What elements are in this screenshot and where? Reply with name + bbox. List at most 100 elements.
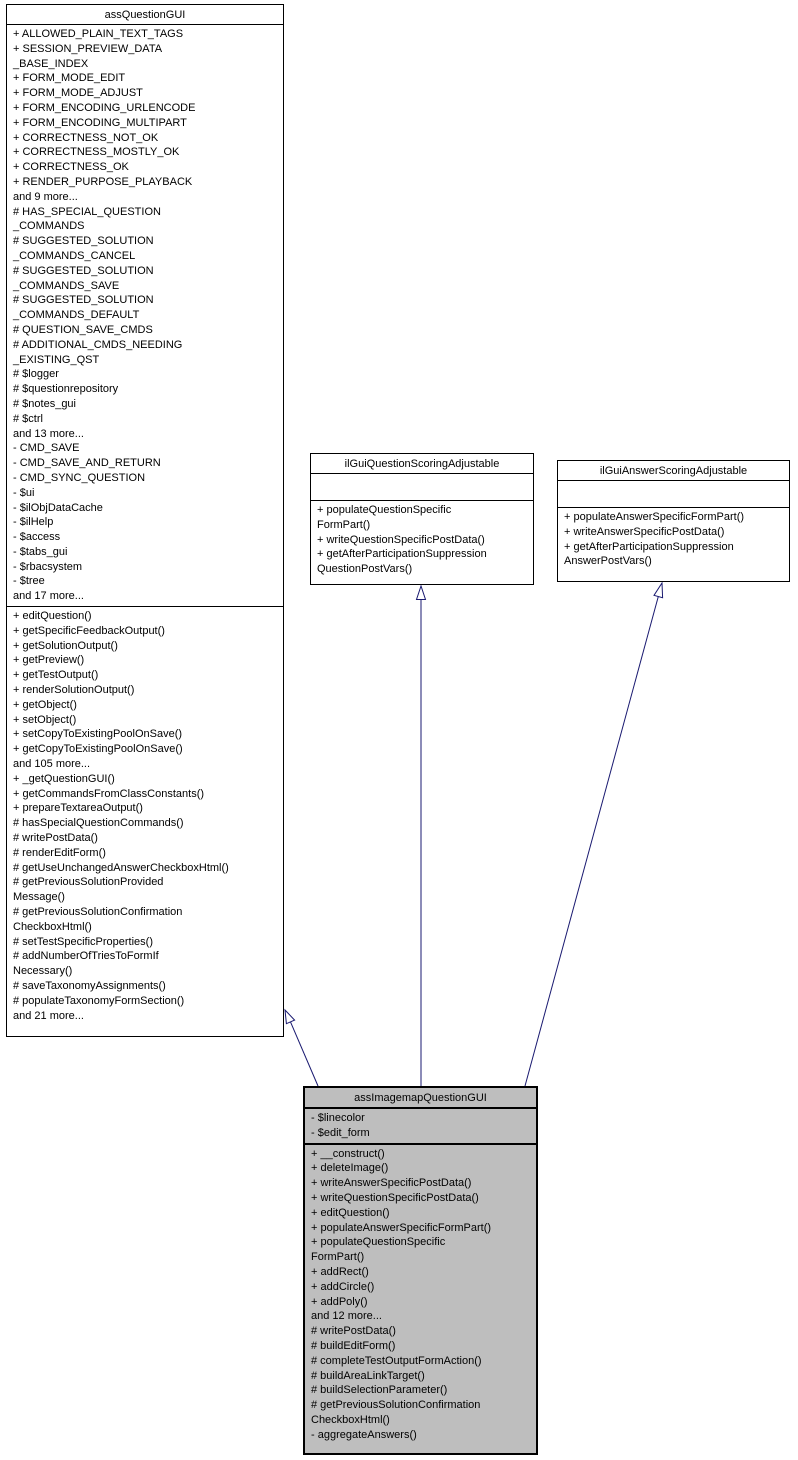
member-line: + writeQuestionSpecificPostData() <box>311 1191 479 1204</box>
member-line: + editQuestion() <box>311 1206 390 1219</box>
member-line: + populateAnswerSpecificFormPart() <box>564 511 745 523</box>
member-line: # buildSelectionParameter() <box>311 1384 448 1397</box>
member-line: + populateQuestionSpecific <box>317 504 452 516</box>
class-attributes <box>558 481 789 508</box>
member-line: CheckboxHtml() <box>311 1413 390 1426</box>
member-line: and 9 more... <box>13 190 78 203</box>
member-line: and 21 more... <box>13 1009 84 1022</box>
member-line: AnswerPostVars() <box>564 555 652 568</box>
member-line: + editQuestion() <box>13 610 92 623</box>
member-line: _COMMANDS_CANCEL <box>13 249 136 262</box>
member-line: # completeTestOutputFormAction() <box>311 1354 482 1367</box>
member-line: - CMD_SAVE <box>13 442 80 455</box>
member-line: - $rbacsystem <box>13 560 83 573</box>
member-line: + writeQuestionSpecificPostData() <box>317 533 485 546</box>
class-box-ilGuiQuestionScoringAdjustable[interactable]: ilGuiQuestionScoringAdjustable + populat… <box>310 453 534 585</box>
member-line: + prepareTextareaOutput() <box>13 802 143 815</box>
member-line: + getAfterParticipationSuppression <box>564 540 734 553</box>
member-line: - aggregateAnswers() <box>311 1428 417 1441</box>
member-line: # $ctrl <box>13 412 43 425</box>
member-line: + FORM_MODE_EDIT <box>13 72 126 85</box>
member-line: - $linecolor <box>311 1112 365 1124</box>
member-line: # getPreviousSolutionConfirmation <box>13 906 183 919</box>
member-line: FormPart() <box>317 518 371 531</box>
member-line: + CORRECTNESS_OK <box>13 161 129 174</box>
member-line: - $ui <box>13 486 35 499</box>
inheritance-arrow-to-ilGuiAnswerScoringAdjustable <box>524 581 664 1087</box>
member-line: + _getQuestionGUI() <box>13 772 115 785</box>
member-line: - $access <box>13 531 61 544</box>
member-line: + getTestOutput() <box>13 669 99 682</box>
class-attributes: + ALLOWED_PLAIN_TEXT_TAGS + SESSION_PREVI… <box>7 25 283 608</box>
member-line: + getPreview() <box>13 654 85 667</box>
member-line: + addRect() <box>311 1265 369 1278</box>
member-line: # HAS_SPECIAL_QUESTION <box>13 205 161 218</box>
inheritance-arrow-to-assQuestionGUI <box>284 1008 319 1087</box>
member-line: - $tree <box>13 575 45 588</box>
member-line: # populateTaxonomyFormSection() <box>13 994 185 1007</box>
member-line: # buildAreaLinkTarget() <box>311 1369 425 1382</box>
member-line: + getObject() <box>13 698 77 711</box>
class-box-ilGuiAnswerScoringAdjustable[interactable]: ilGuiAnswerScoringAdjustable + populateA… <box>557 460 790 582</box>
class-title[interactable]: ilGuiAnswerScoringAdjustable <box>558 461 789 481</box>
member-line: + __construct() <box>311 1147 385 1160</box>
member-line: # $notes_gui <box>13 397 76 410</box>
member-line: + RENDER_PURPOSE_PLAYBACK <box>13 175 193 188</box>
member-line: _COMMANDS <box>13 220 85 233</box>
class-title[interactable]: ilGuiQuestionScoringAdjustable <box>311 454 533 474</box>
member-line: + CORRECTNESS_NOT_OK <box>13 131 159 144</box>
member-line: # hasSpecialQuestionCommands() <box>13 817 184 830</box>
member-line: + setCopyToExistingPoolOnSave() <box>13 728 183 741</box>
member-line: + writeAnswerSpecificPostData() <box>564 525 725 538</box>
member-line: # buildEditForm() <box>311 1339 396 1352</box>
member-line: + addPoly() <box>311 1295 368 1308</box>
member-line: + FORM_ENCODING_MULTIPART <box>13 116 187 129</box>
member-line: _BASE_INDEX <box>13 57 89 70</box>
member-line: + SESSION_PREVIEW_DATA <box>13 42 163 55</box>
member-line: # SUGGESTED_SOLUTION <box>13 294 154 307</box>
member-line: + getSpecificFeedbackOutput() <box>13 624 165 637</box>
member-line: # writePostData() <box>311 1325 396 1338</box>
member-line: + FORM_ENCODING_URLENCODE <box>13 101 196 114</box>
member-line: and 13 more... <box>13 427 84 440</box>
member-line: + getAfterParticipationSuppression <box>317 548 487 561</box>
member-line: # saveTaxonomyAssignments() <box>13 980 166 992</box>
class-methods: + __construct() + deleteImage() + writeAns… <box>305 1145 536 1445</box>
class-box-assQuestionGUI[interactable]: assQuestionGUI + ALLOWED_PLAIN_TEXT_TAGS… <box>6 4 284 1037</box>
member-line: - CMD_SAVE_AND_RETURN <box>13 457 161 470</box>
member-line: QuestionPostVars() <box>317 563 413 576</box>
member-line: + getCopyToExistingPoolOnSave() <box>13 743 183 756</box>
member-line: # setTestSpecificProperties() <box>13 935 153 948</box>
member-line: + FORM_MODE_ADJUST <box>13 87 143 100</box>
member-line: FormPart() <box>311 1251 365 1264</box>
member-line: and 17 more... <box>13 590 84 603</box>
member-line: - $ilObjDataCache <box>13 501 103 514</box>
class-title[interactable]: assImagemapQuestionGUI <box>305 1088 536 1109</box>
member-line: _EXISTING_QST <box>13 353 100 366</box>
member-line: + ALLOWED_PLAIN_TEXT_TAGS <box>13 28 184 40</box>
member-line: # addNumberOfTriesToFormIf <box>13 950 159 963</box>
member-line: + writeAnswerSpecificPostData() <box>311 1177 472 1190</box>
class-title[interactable]: assQuestionGUI <box>7 5 283 25</box>
member-line: CheckboxHtml() <box>13 920 92 933</box>
member-line: - $tabs_gui <box>13 545 68 558</box>
member-line: # getUseUnchangedAnswerCheckboxHtml() <box>13 861 229 874</box>
member-line: # getPreviousSolutionProvided <box>13 876 164 889</box>
member-line: + setObject() <box>13 713 77 726</box>
member-line: - $ilHelp <box>13 516 54 529</box>
member-line: + addCircle() <box>311 1280 375 1293</box>
member-line: - CMD_SYNC_QUESTION <box>13 471 146 484</box>
member-line: + getSolutionOutput() <box>13 639 118 652</box>
member-line: + renderSolutionOutput() <box>13 684 135 697</box>
member-line: _COMMANDS_SAVE <box>13 279 120 292</box>
member-line: + deleteImage() <box>311 1162 389 1175</box>
class-box-assImagemapQuestionGUI[interactable]: assImagemapQuestionGUI - $linecolor- $ed… <box>303 1086 538 1455</box>
member-line: and 12 more... <box>311 1310 382 1323</box>
member-line: # getPreviousSolutionConfirmation <box>311 1399 481 1412</box>
member-line: Message() <box>13 891 65 904</box>
member-line: # writePostData() <box>13 832 98 845</box>
class-attributes <box>311 474 533 501</box>
member-line: _COMMANDS_DEFAULT <box>13 309 140 322</box>
